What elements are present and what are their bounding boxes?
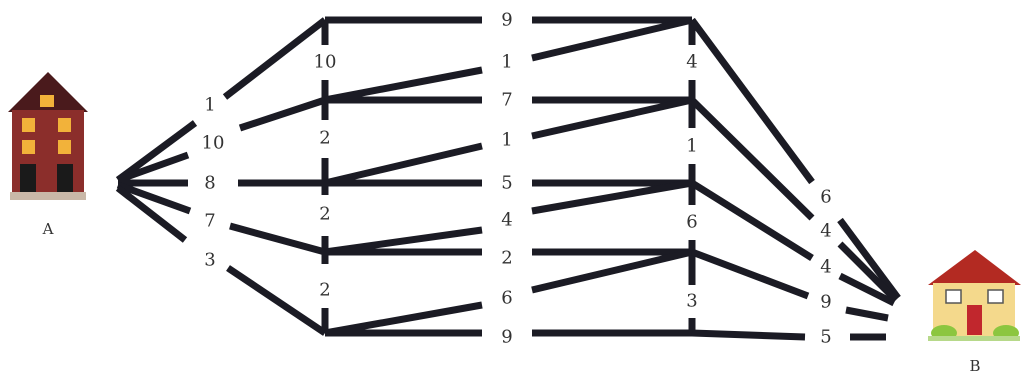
road-a-5-right xyxy=(228,268,325,333)
road-b-5-left xyxy=(692,333,805,337)
road-m-4-left xyxy=(325,146,482,183)
road-label-a-5: 3 xyxy=(204,250,215,271)
road-label-m-6: 4 xyxy=(501,210,512,231)
road-m-4-right xyxy=(532,100,692,136)
road-a-2-right xyxy=(240,100,325,128)
road-label-c1-2: 2 xyxy=(319,128,330,149)
road-m-8-right xyxy=(532,252,692,290)
road-label-m-7: 2 xyxy=(501,248,512,269)
road-label-m-4: 1 xyxy=(501,130,512,151)
road-label-m-2: 1 xyxy=(501,52,512,73)
road-a-4-right xyxy=(230,226,325,252)
road-label-m-8: 6 xyxy=(501,288,512,309)
road-label-c1-4: 2 xyxy=(319,280,330,301)
house-b-label: B xyxy=(969,357,980,374)
road-label-c2-3: 6 xyxy=(686,212,697,233)
road-label-a-3: 8 xyxy=(204,173,215,194)
road-b-3-left xyxy=(692,183,812,258)
road-label-b-1: 6 xyxy=(820,187,831,208)
road-label-b-2: 4 xyxy=(820,221,831,242)
road-m-8-left xyxy=(325,305,482,333)
road-b-4-right xyxy=(846,310,888,318)
road-label-c2-4: 3 xyxy=(686,291,697,312)
road-a-1-left xyxy=(118,123,195,180)
road-label-c2-2: 1 xyxy=(686,136,697,157)
road-label-m-9: 9 xyxy=(501,327,512,348)
house-b-icon xyxy=(928,250,1021,341)
road-label-b-5: 5 xyxy=(820,327,831,348)
road-label-c1-1: 10 xyxy=(314,52,337,73)
house-a-icon xyxy=(8,72,88,200)
road-label-a-1: 1 xyxy=(204,95,215,116)
road-label-m-1: 9 xyxy=(501,10,512,31)
road-m-2-right xyxy=(532,20,692,58)
road-label-m-5: 5 xyxy=(501,173,512,194)
road-label-m-3: 7 xyxy=(501,90,512,111)
road-b-4-left xyxy=(692,252,808,296)
road-label-c2-1: 4 xyxy=(686,52,697,73)
road-label-b-4: 9 xyxy=(820,292,831,313)
road-label-a-4: 7 xyxy=(204,211,215,232)
road-m-2-left xyxy=(325,70,482,100)
road-label-c1-3: 2 xyxy=(319,204,330,225)
road-label-b-3: 4 xyxy=(820,257,831,278)
road-label-a-2: 10 xyxy=(202,133,225,154)
house-a-label: A xyxy=(42,220,54,238)
road-b-1-right xyxy=(840,220,898,298)
road-a-2-left xyxy=(118,155,188,180)
road-m-6-right xyxy=(532,183,692,211)
road-a-1-right xyxy=(225,20,325,97)
